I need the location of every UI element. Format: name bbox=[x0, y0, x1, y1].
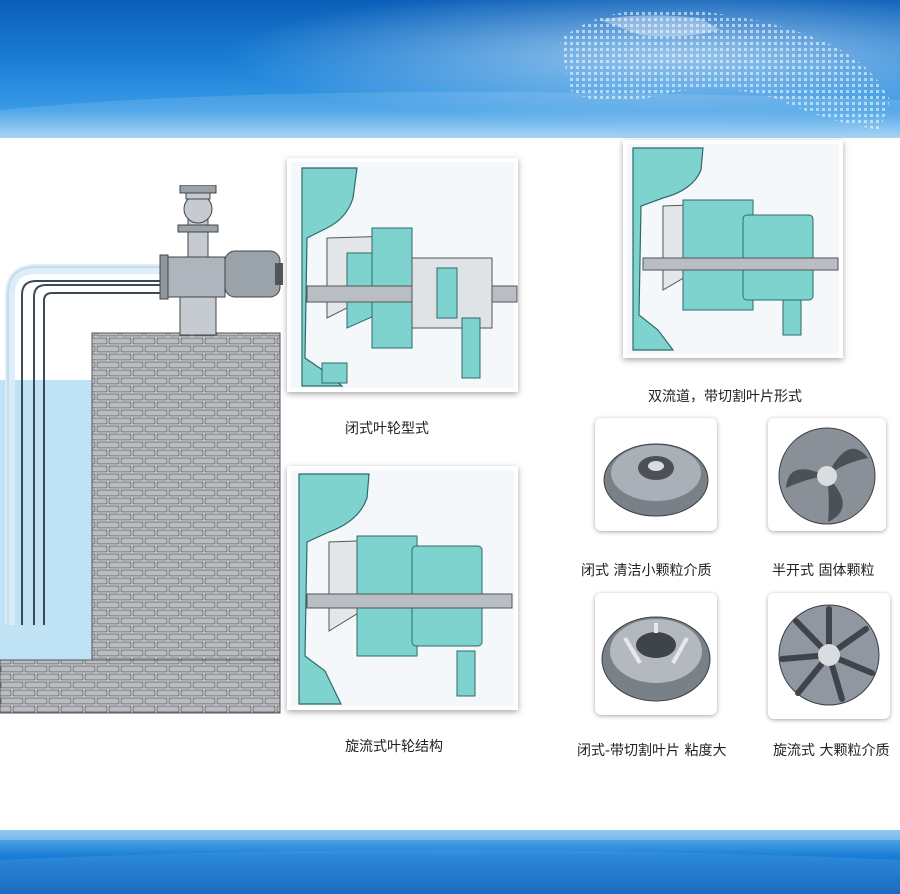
closed-impeller-section-drawing bbox=[291, 162, 518, 388]
top-banner bbox=[0, 0, 900, 138]
caption-semi-open: 半开式 固体颗粒 bbox=[772, 563, 875, 579]
pump-installation-drawing bbox=[0, 184, 283, 714]
vortex-impeller-photo bbox=[778, 604, 880, 706]
bottom-banner-glow bbox=[0, 830, 900, 894]
impeller-semi-open-thumb bbox=[768, 418, 886, 531]
closed-impeller-section-panel bbox=[287, 158, 518, 392]
caption-closed-clean: 闭式 清洁小颗粒介质 bbox=[581, 563, 712, 579]
bottom-banner bbox=[0, 830, 900, 894]
vortex-section-drawing bbox=[291, 470, 514, 706]
impeller-vortex-thumb bbox=[768, 593, 890, 719]
double-channel-section-drawing bbox=[627, 144, 839, 354]
impeller-closed-thumb bbox=[595, 418, 717, 531]
impeller-closed-cutter-thumb bbox=[595, 593, 717, 715]
vortex-section-panel bbox=[287, 466, 518, 710]
double-channel-section-panel bbox=[623, 140, 843, 358]
caption-double-channel: 双流道，带切割叶片形式 bbox=[648, 389, 802, 405]
semi-open-impeller-photo bbox=[778, 427, 876, 525]
caption-vortex-structure: 旋流式叶轮结构 bbox=[345, 739, 443, 755]
world-map-decoration bbox=[0, 0, 900, 138]
caption-closed-impeller: 闭式叶轮型式 bbox=[345, 421, 429, 437]
closed-cutter-impeller-photo bbox=[601, 616, 711, 702]
closed-impeller-photo bbox=[603, 443, 709, 517]
caption-closed-cutter: 闭式-带切割叶片 粘度大 bbox=[577, 743, 727, 759]
installation-diagram bbox=[0, 184, 285, 715]
caption-vortex-large: 旋流式 大颗粒介质 bbox=[773, 743, 890, 759]
